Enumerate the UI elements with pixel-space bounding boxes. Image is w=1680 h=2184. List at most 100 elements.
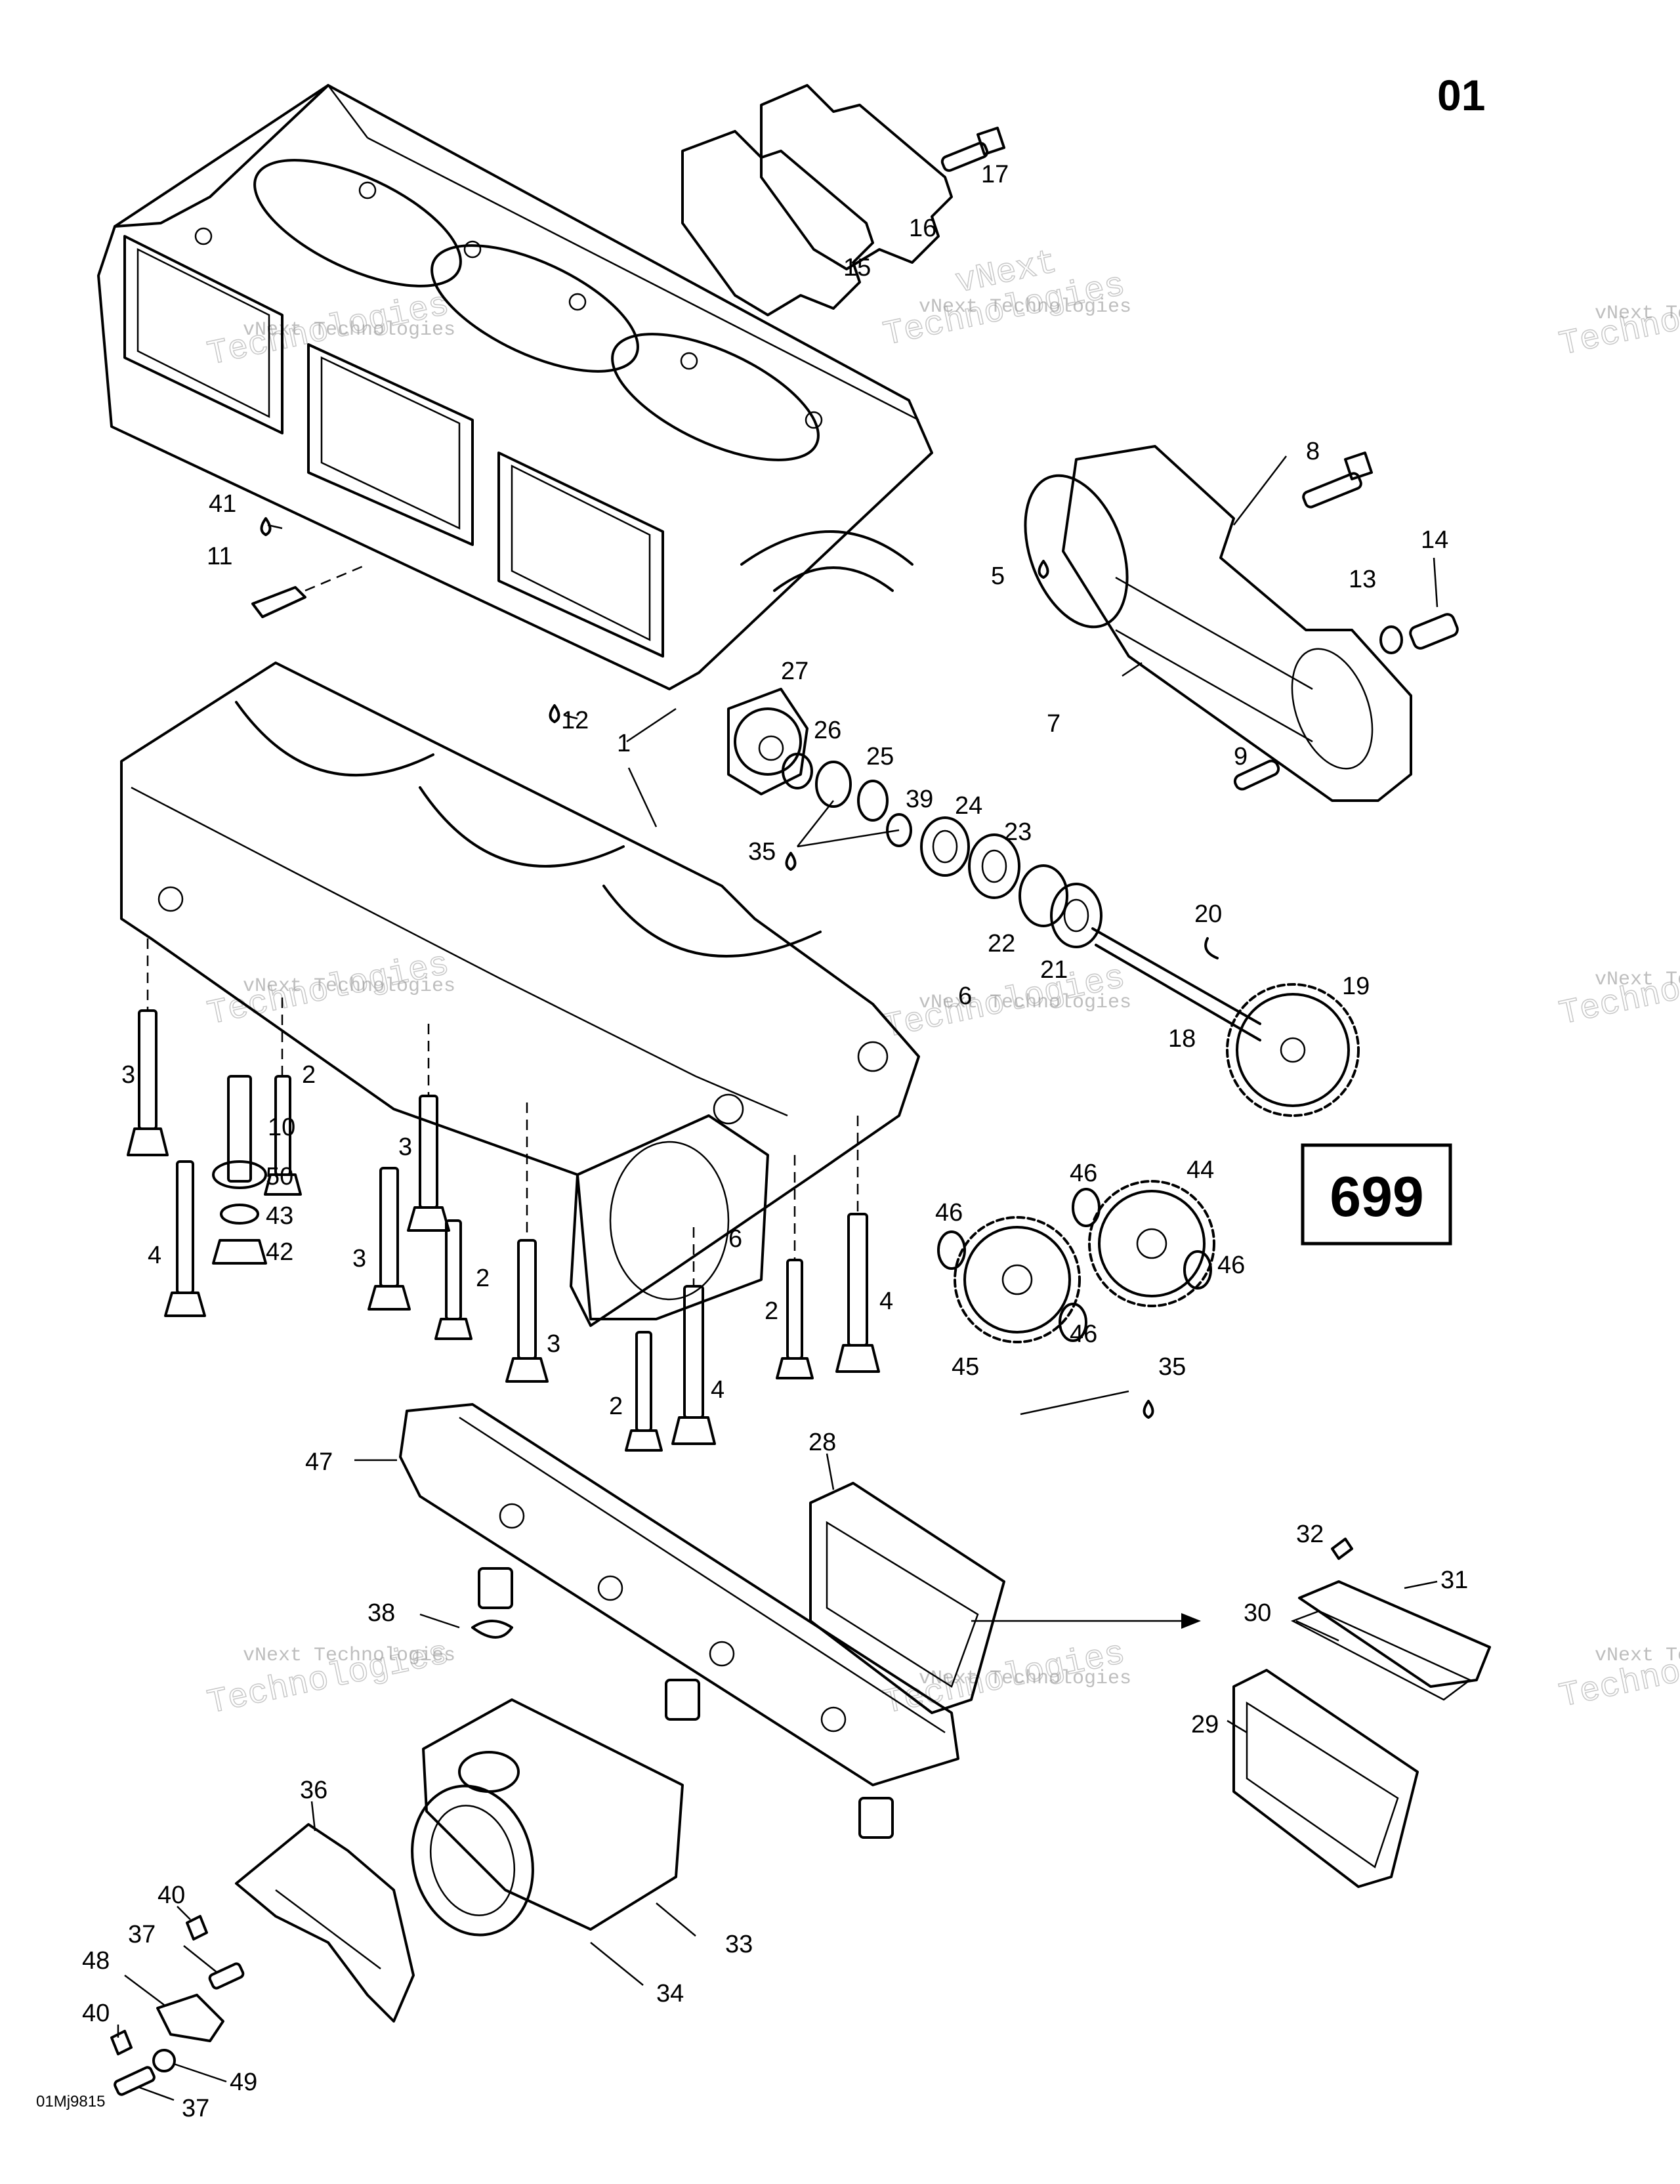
callout-3: 3: [121, 1061, 135, 1089]
callout-42: 42: [266, 1238, 293, 1266]
reed-valve-assembly: [809, 1482, 1491, 1888]
callout-20: 20: [1194, 900, 1222, 928]
rotary-valve-cover: [1024, 445, 1412, 802]
washer-39: [886, 813, 912, 847]
callout-8: 8: [1306, 438, 1320, 465]
callout-21: 21: [1040, 956, 1068, 984]
reference-box: [1301, 1143, 1452, 1246]
dowel-pin-9: [1233, 759, 1280, 791]
callout-labels: 1 2 2 2 2 3 3 3 3 4 4 4 5 6 6 7 8 9 10 1…: [82, 161, 1468, 2122]
watermark-text: Technologies: [204, 945, 453, 1034]
watermark-text: vNext Technologies: [243, 975, 455, 998]
callout-2: 2: [302, 1061, 316, 1089]
callout-12: 12: [561, 707, 589, 734]
seal-26: [782, 753, 813, 789]
drawing-id: 01Mj9815: [36, 2093, 105, 2110]
watermark-text: vNext Technologies: [1595, 303, 1680, 325]
watermark-text: Technologies: [1556, 276, 1680, 365]
callout-22: 22: [988, 930, 1015, 957]
callout-2: 2: [609, 1393, 623, 1420]
callout-4: 4: [148, 1242, 161, 1269]
bearing-23: [968, 833, 1020, 899]
callout-35: 35: [748, 838, 776, 866]
callout-37: 37: [128, 1921, 156, 1948]
callout-17: 17: [981, 161, 1009, 188]
watermark-text: Technologies: [880, 1634, 1129, 1723]
callout-47: 47: [305, 1448, 333, 1476]
callout-46: 46: [1217, 1251, 1245, 1279]
callout-16: 16: [909, 215, 936, 242]
callout-27: 27: [781, 658, 808, 685]
callout-9: 9: [1234, 743, 1248, 770]
watermark-text: vNext Technologies: [919, 992, 1131, 1014]
callout-35: 35: [1158, 1353, 1186, 1381]
callout-46: 46: [1070, 1320, 1097, 1348]
callout-32: 32: [1296, 1521, 1324, 1548]
callout-49: 49: [230, 2068, 257, 2096]
callout-1: 1: [617, 730, 631, 757]
callout-6: 6: [958, 982, 972, 1010]
callout-39: 39: [906, 786, 933, 813]
seal-25: [815, 761, 852, 808]
callout-28: 28: [808, 1429, 836, 1456]
watermark-text: Technologies: [880, 958, 1129, 1047]
upper-crankcase: [97, 84, 933, 690]
balancer-gears: [937, 1180, 1215, 1343]
gear-19: [1236, 993, 1350, 1107]
mounting-bracket: [110, 1823, 415, 2096]
callout-3: 3: [547, 1330, 560, 1358]
crankcase-bolts: [127, 938, 880, 1452]
callout-4: 4: [711, 1376, 724, 1404]
callout-11: 11: [207, 543, 232, 570]
callout-43: 43: [266, 1202, 293, 1230]
callout-30: 30: [1244, 1599, 1271, 1627]
callout-4: 4: [879, 1288, 893, 1315]
callout-37: 37: [182, 2095, 209, 2122]
callout-29: 29: [1191, 1711, 1219, 1738]
water-pump-assembly: [727, 688, 1360, 1117]
watermark-text: vNext Technologies: [1595, 969, 1680, 991]
watermark-text: vNext Technologies: [919, 296, 1131, 318]
watermark-text: vNext Technologies: [1595, 1645, 1680, 1667]
callout-23: 23: [1004, 818, 1032, 846]
callout-18: 18: [1168, 1025, 1196, 1053]
callout-26: 26: [814, 717, 841, 744]
watermark-text: Technologies: [1556, 945, 1680, 1034]
callout-40: 40: [82, 2000, 110, 2027]
callout-48: 48: [82, 1947, 110, 1975]
carburetor-adaptor: [411, 1620, 684, 1937]
watermark-text: vNext Technologies: [243, 1645, 455, 1667]
callout-2: 2: [765, 1297, 778, 1325]
callout-6: 6: [728, 1225, 742, 1253]
callout-38: 38: [368, 1599, 395, 1627]
callout-19: 19: [1342, 973, 1370, 1000]
callout-36: 36: [300, 1776, 327, 1804]
intake-manifold: [399, 1403, 959, 1839]
lower-crankcase: [120, 662, 920, 1327]
fasteners-right: [1302, 452, 1459, 654]
callout-50: 50: [266, 1163, 293, 1190]
callout-3: 3: [398, 1133, 412, 1161]
callout-2: 2: [476, 1265, 490, 1292]
ring-22: [1018, 864, 1068, 927]
reference-code: 699: [1330, 1166, 1424, 1228]
callout-45: 45: [952, 1353, 979, 1381]
cover-plate-set: [681, 84, 1005, 316]
callout-14: 14: [1421, 526, 1448, 554]
callout-34: 34: [656, 1980, 684, 2007]
callout-15: 15: [843, 254, 871, 282]
callout-5: 5: [991, 562, 1005, 590]
callout-40: 40: [158, 1881, 185, 1909]
callout-46: 46: [935, 1199, 963, 1227]
bearing-21: [1050, 883, 1102, 948]
callout-41: 41: [209, 490, 236, 518]
callout-7: 7: [1047, 710, 1060, 738]
page-code: 01: [1437, 71, 1485, 119]
callout-46: 46: [1070, 1160, 1097, 1187]
callout-24: 24: [955, 792, 982, 820]
watermark-text: Technologies: [1556, 1628, 1680, 1717]
callout-31: 31: [1440, 1566, 1468, 1594]
callout-25: 25: [866, 743, 894, 770]
bearing-24: [920, 816, 970, 877]
